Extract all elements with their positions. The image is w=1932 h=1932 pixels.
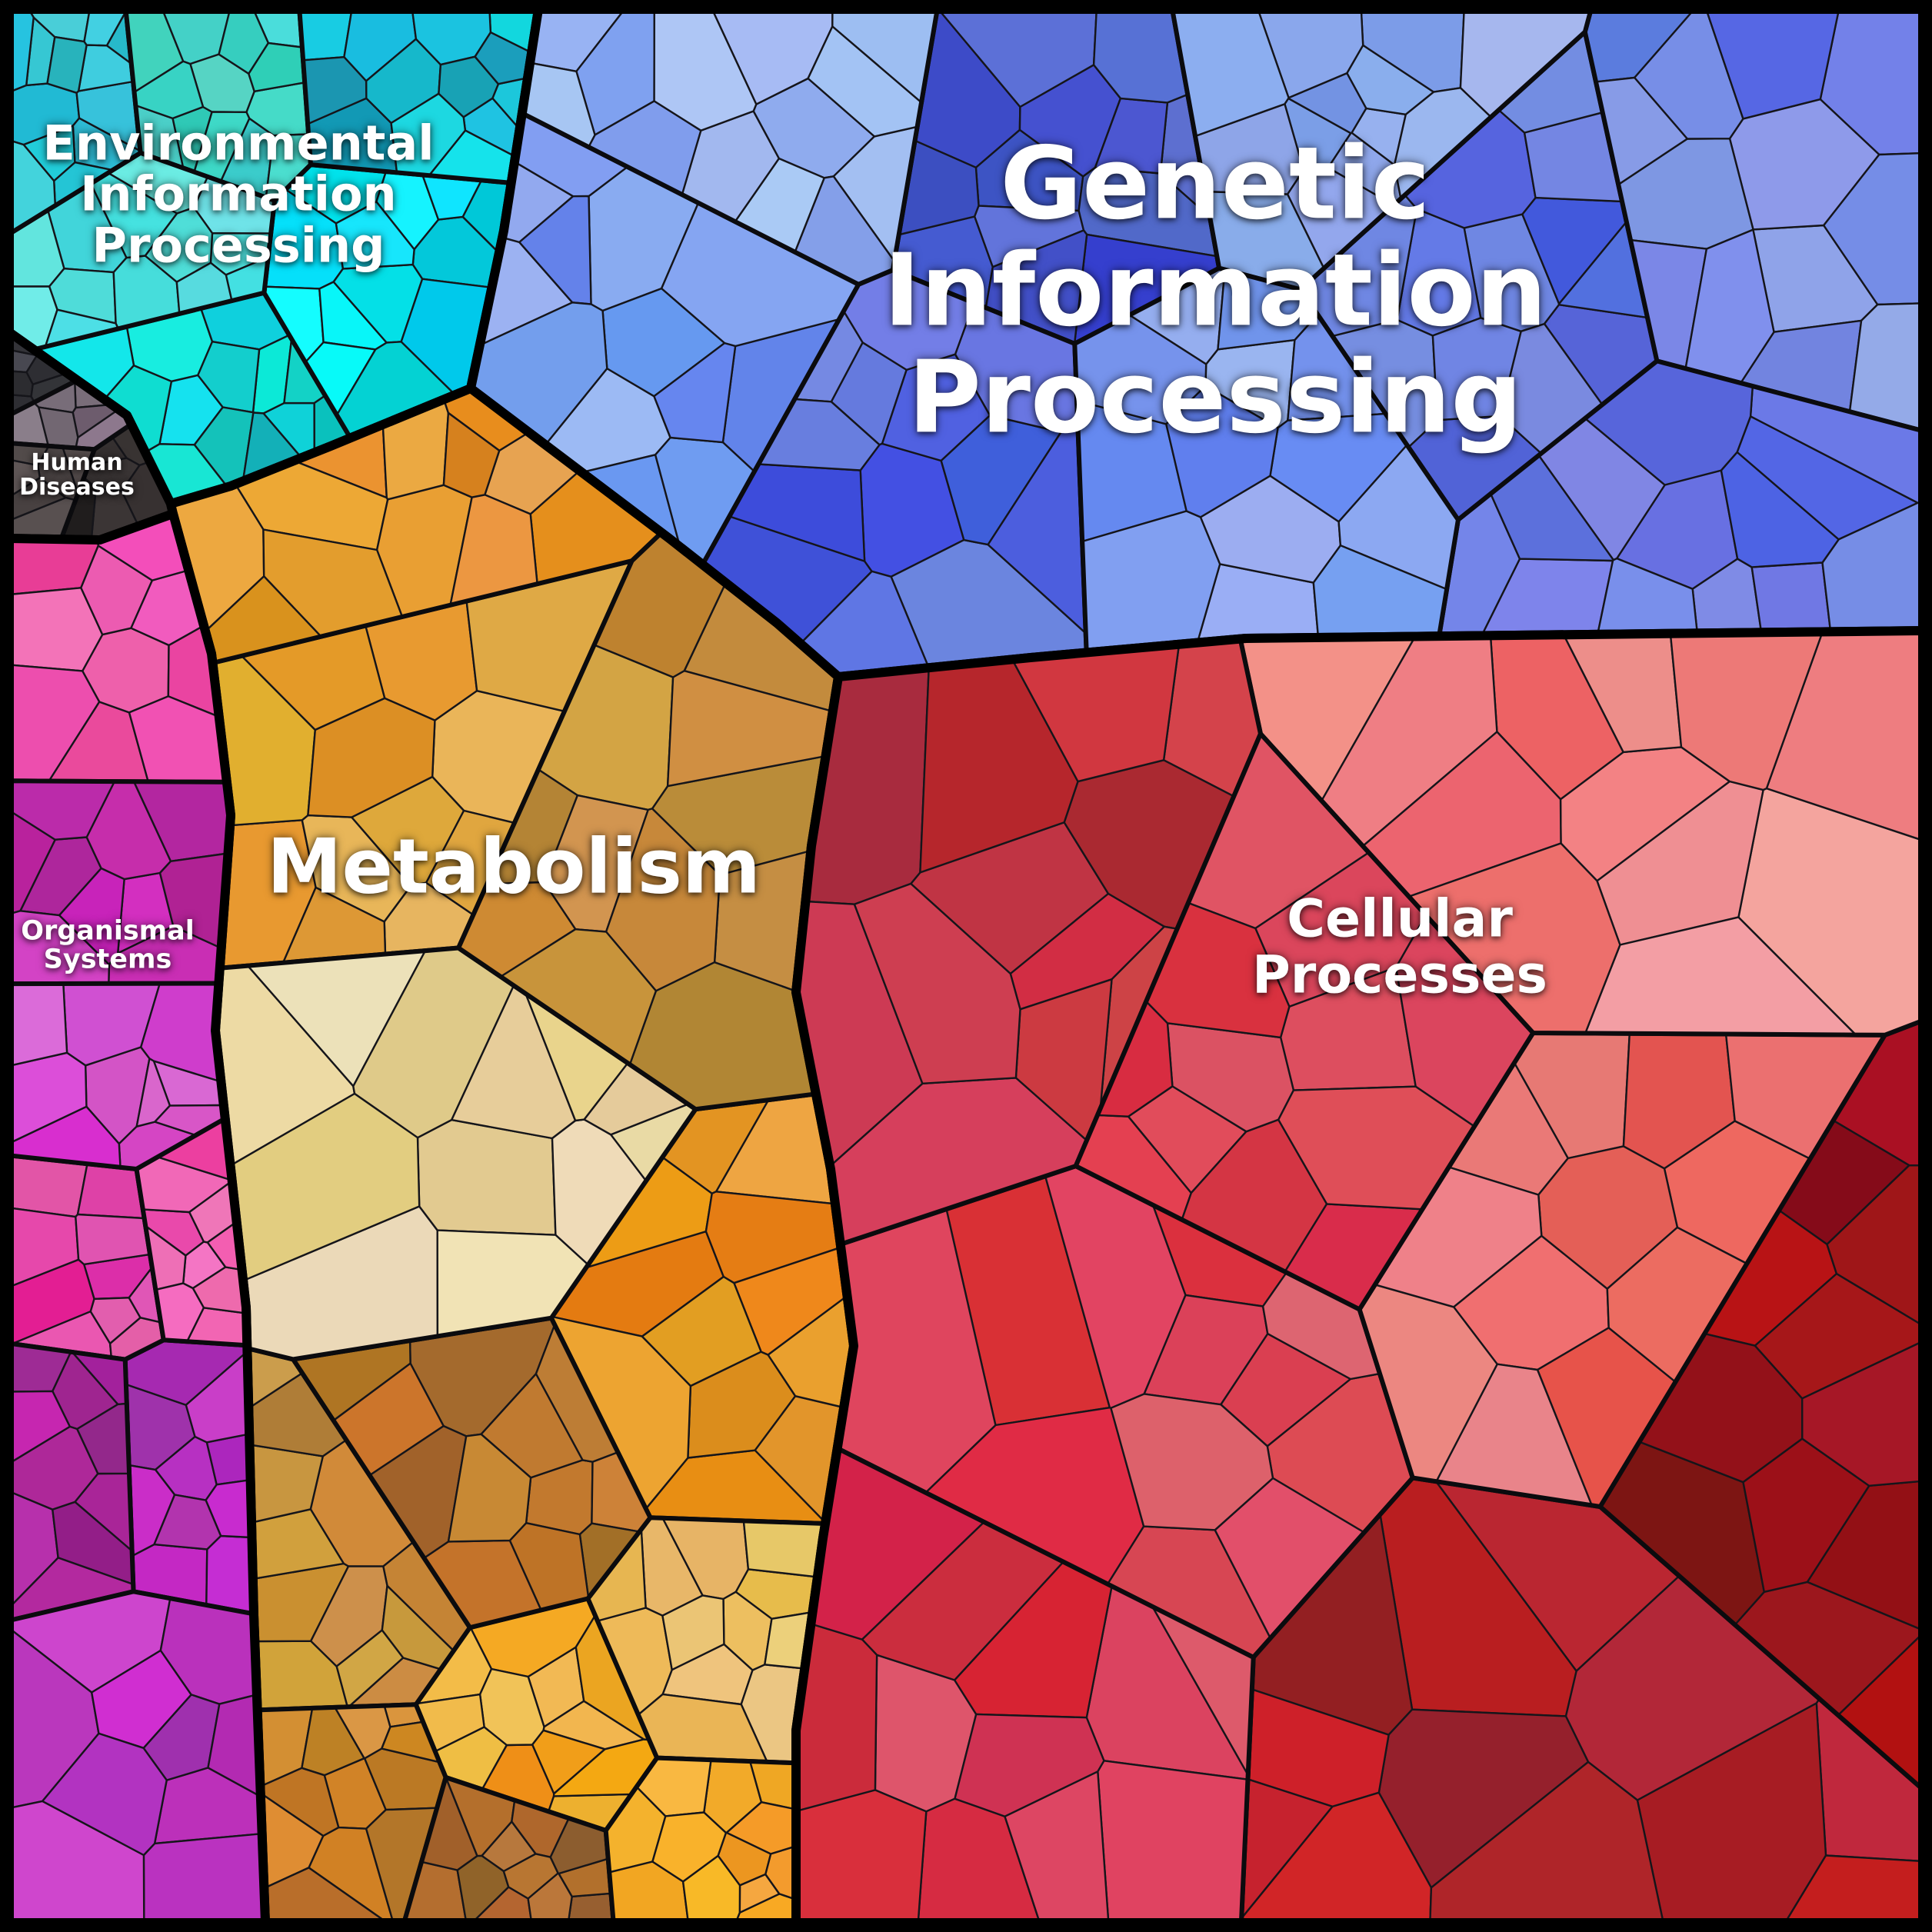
voronoi-cell: [653, 341, 737, 444]
voronoi-cell: [76, 1163, 145, 1220]
voronoi-cell: [1750, 561, 1832, 634]
voronoi-cell: [442, 411, 501, 498]
subcategory-outline: [291, 1315, 653, 1631]
region-organismal-systems: [5, 509, 270, 1927]
voronoi-cell: [794, 1789, 928, 1924]
voronoi-cell: [89, 1297, 142, 1344]
region-environmental-information-processing: [5, 5, 543, 508]
voronoi-cell: [381, 1584, 455, 1671]
voronoi-cell: [742, 1520, 827, 1578]
region-metabolism: [166, 384, 858, 1927]
subcategory-outline: [1073, 731, 1536, 1312]
voronoi-cell: [307, 697, 436, 818]
voronoi-cell: [447, 1433, 532, 1543]
voronoi-cell: [474, 31, 533, 85]
voronoi-cell: [518, 195, 592, 305]
voronoi-cell: [449, 494, 538, 606]
voronoi-cell: [1431, 317, 1522, 421]
voronoi-cell: [853, 882, 1021, 1084]
voronoi-cell: [301, 56, 368, 125]
voronoi-cell: [8, 982, 68, 1067]
voronoi-cell: [1097, 1760, 1249, 1924]
voronoi-cell: [1848, 302, 1924, 432]
category-outline: [791, 626, 1927, 1927]
voronoi-cell: [1165, 385, 1279, 518]
voronoi-cell: [898, 139, 980, 236]
voronoi-cell: [22, 125, 76, 182]
voronoi-cell: [91, 1649, 192, 1749]
voronoi-cell: [153, 1494, 222, 1551]
voronoi-cell: [42, 1732, 168, 1857]
region-cellular-processes: [791, 626, 1927, 1927]
voronoi-cell: [335, 1629, 405, 1708]
voronoi-cell: [641, 1275, 762, 1387]
voronoi-cell: [416, 1118, 557, 1236]
voronoi-cell: [1110, 1393, 1274, 1531]
region-human-diseases: [5, 328, 178, 545]
voronoi-cell: [661, 1594, 725, 1671]
voronoi-cell: [205, 1534, 255, 1615]
voronoi-cell: [142, 1833, 267, 1924]
voronoi-cell: [75, 1213, 152, 1266]
voronoi-cell: [335, 201, 415, 270]
voronoi-cell: [954, 1713, 1105, 1817]
voronoi-cell: [89, 172, 178, 259]
